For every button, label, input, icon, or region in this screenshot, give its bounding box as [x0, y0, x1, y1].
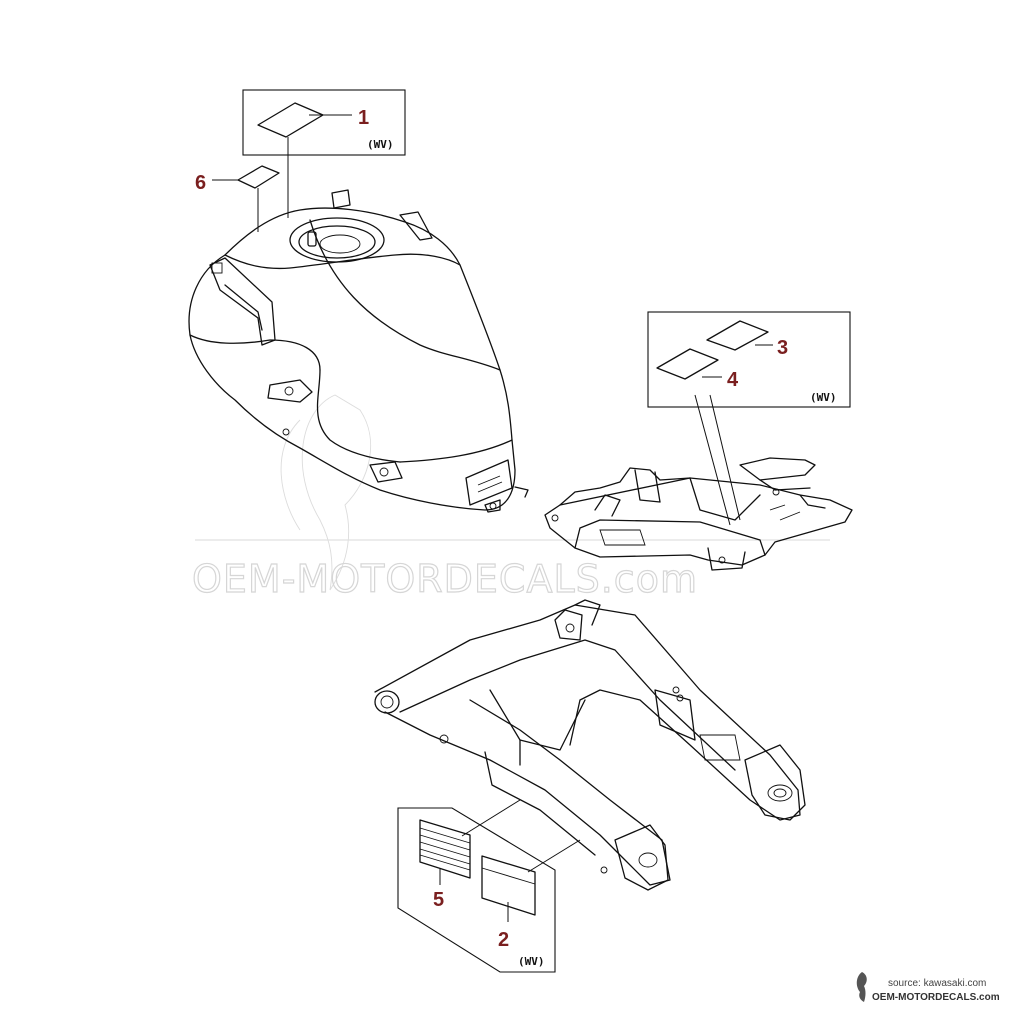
decal-box-2: 3 4 (WV) — [647, 311, 851, 526]
fuel-tank — [188, 189, 529, 513]
watermark: OEM-MOTORDECALS.com — [191, 394, 830, 602]
callout-1: 1 — [358, 107, 369, 129]
watermark-text: OEM-MOTORDECALS.com — [192, 557, 698, 601]
source-logo-icon — [856, 972, 867, 1002]
decal-6-label[interactable] — [237, 165, 280, 189]
decal-box-1: 1 (WV) — [242, 89, 406, 218]
callout-6: 6 — [195, 172, 206, 194]
decal-5-label[interactable] — [419, 819, 471, 879]
decal-6: 6 — [195, 165, 280, 232]
region-code-1: (WV) — [367, 138, 394, 151]
callout-2: 2 — [498, 929, 509, 951]
callout-3: 3 — [777, 337, 788, 359]
region-code-3: (WV) — [518, 955, 545, 968]
source-line-2: OEM-MOTORDECALS.com — [872, 992, 1000, 1003]
callout-5: 5 — [433, 889, 444, 911]
callout-4: 4 — [727, 369, 739, 391]
source-credit: source: kawasaki.com OEM-MOTORDECALS.com — [856, 972, 1000, 1003]
source-line-1: source: kawasaki.com — [888, 978, 986, 989]
decal-3-label[interactable] — [706, 320, 769, 351]
decal-2-label[interactable] — [481, 855, 536, 916]
decal-1-label[interactable] — [257, 102, 324, 138]
battery-tray — [544, 457, 853, 571]
watermark-logo-icon — [280, 394, 372, 591]
decal-4-label[interactable] — [656, 348, 719, 380]
decal-box-3: 5 2 (WV) — [397, 799, 581, 973]
region-code-2: (WV) — [810, 391, 837, 404]
swingarm — [374, 599, 806, 891]
